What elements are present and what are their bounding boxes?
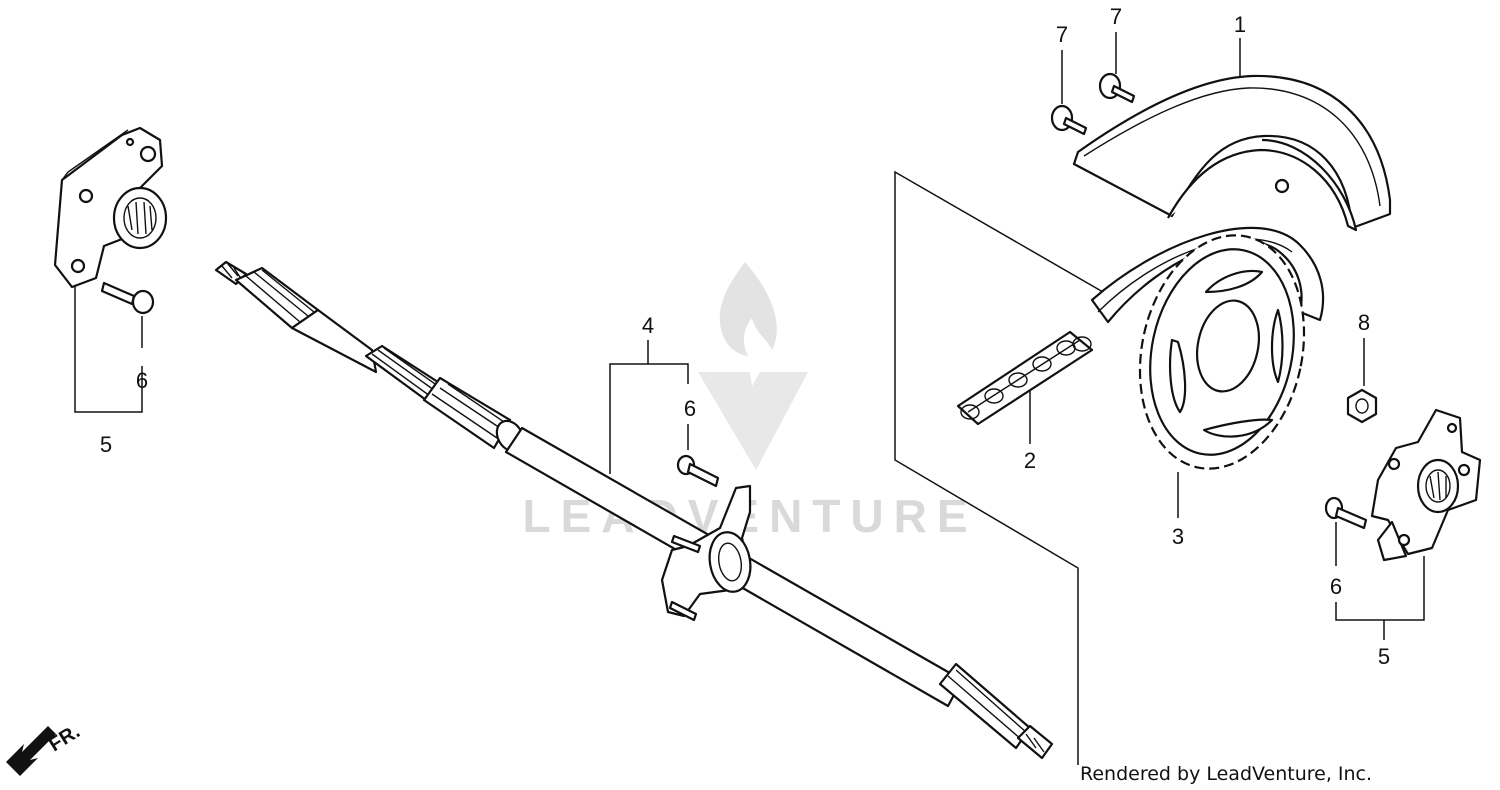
callout-6-mid: 6 xyxy=(684,396,696,421)
leader-right-5 xyxy=(1335,556,1425,621)
callout-6-left: 6 xyxy=(136,368,148,393)
callout-8: 8 xyxy=(1358,310,1370,335)
credit-text: Rendered by LeadVenture, Inc. xyxy=(1080,763,1372,785)
leader-4 xyxy=(609,363,689,474)
nut xyxy=(1346,388,1378,424)
rear-axle xyxy=(214,260,1054,760)
leader-left-5 xyxy=(74,285,143,413)
leader-box xyxy=(894,170,1104,765)
arrow-down-left-icon xyxy=(6,726,56,776)
callout-5-left: 5 xyxy=(100,432,112,457)
direction-label: FR. xyxy=(45,721,84,757)
callout-3: 3 xyxy=(1172,524,1184,549)
callout-4: 4 xyxy=(642,313,654,338)
rear-sprocket xyxy=(1138,234,1306,470)
flange-bolt-a xyxy=(1050,104,1088,136)
callout-2: 2 xyxy=(1024,448,1036,473)
callout-6-right: 6 xyxy=(1330,574,1342,599)
callout-7-b: 7 xyxy=(1110,4,1122,29)
callout-7-a: 7 xyxy=(1056,22,1068,47)
chain-case xyxy=(1072,74,1392,232)
left-hub xyxy=(53,126,168,315)
flame-v-logo-icon xyxy=(698,262,808,470)
callout-1: 1 xyxy=(1234,12,1246,37)
flange-bolt-b xyxy=(1098,72,1136,104)
callout-5-right: 5 xyxy=(1378,644,1390,669)
right-hub xyxy=(1324,408,1482,562)
